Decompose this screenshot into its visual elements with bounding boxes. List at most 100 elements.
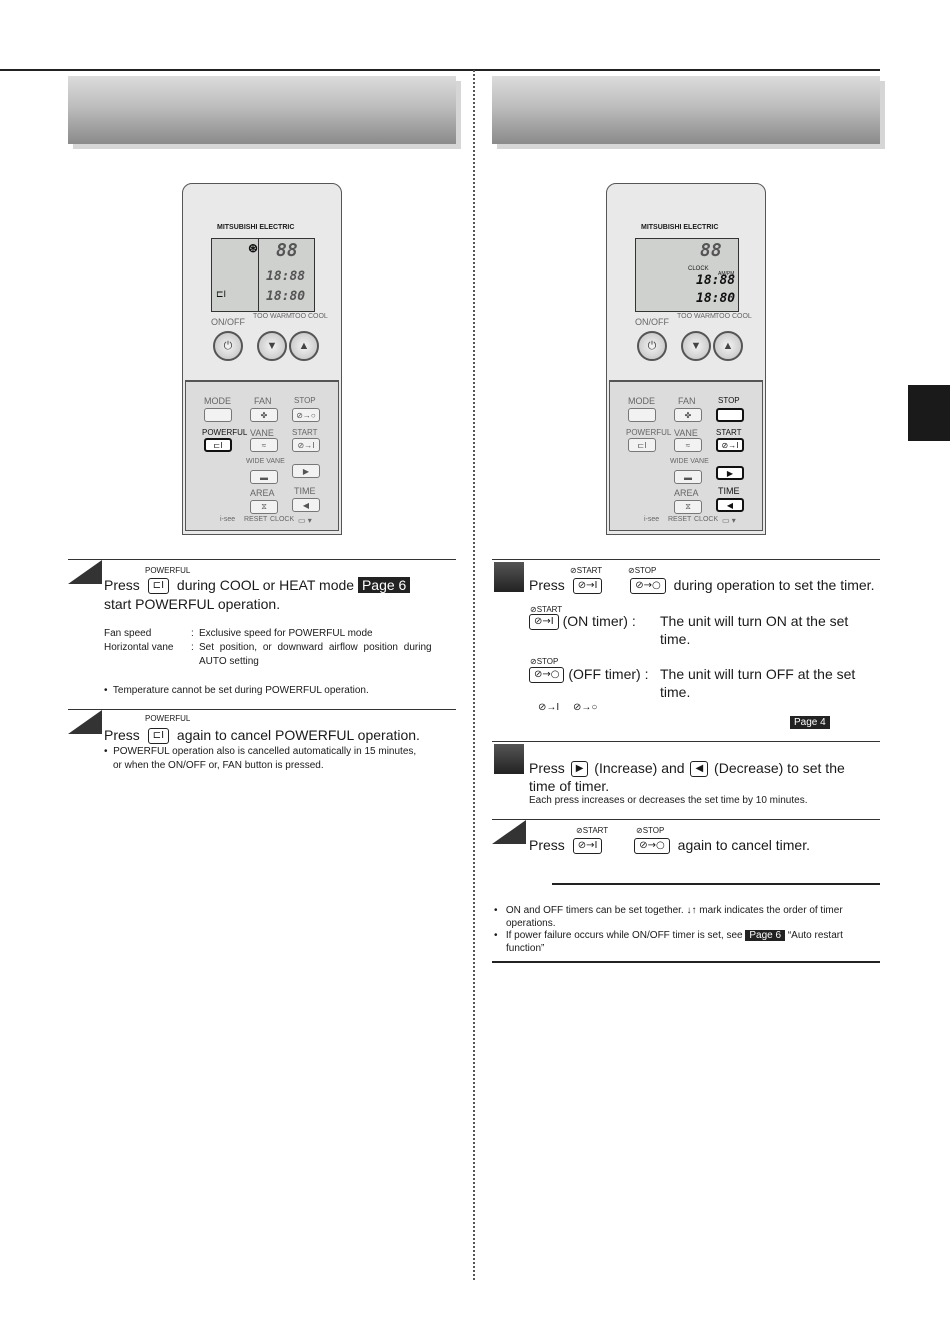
timer-start-key-icon: ⊘→I (572, 838, 603, 855)
cancel-timer-text: again to cancel timer. (677, 837, 810, 853)
timer-start-button[interactable]: ⊘→I (716, 438, 744, 452)
mode-label: MODE (204, 396, 231, 406)
timer-note-1-cont: operations. (506, 918, 556, 929)
reset-label: RESET (668, 516, 692, 523)
time-increase-button[interactable]: ▶ (292, 464, 320, 478)
wide-vane-button[interactable]: ▬ (674, 470, 702, 484)
time-increase-button[interactable]: ▶ (716, 466, 744, 480)
fan-button[interactable]: ✤ (250, 408, 278, 422)
page-ref-badge[interactable]: Page 6 (745, 930, 786, 941)
chapter-tab (908, 385, 950, 441)
area-button[interactable]: ⧖ (250, 500, 278, 514)
mode-label: MODE (628, 396, 655, 406)
notes-bottom-rule (492, 961, 880, 963)
on-timer-desc-2: time. (660, 631, 691, 647)
spec-label-vane: Horizontal vane (104, 642, 174, 653)
off-timer-desc: The unit will turn OFF at the set (660, 666, 856, 682)
note-item: • POWERFUL operation also is cancelled a… (104, 746, 417, 757)
note-text-2: or when the ON/OFF or, FAN button is pre… (113, 760, 324, 771)
wide-vane-button[interactable]: ▬ (250, 470, 278, 484)
temp-down-button[interactable]: ▼ (681, 331, 711, 361)
step1-instruction: Press ⊏I during COOL or HEAT mode Page 6 (104, 576, 411, 595)
column-divider (473, 70, 475, 1280)
decrease-text: (Decrease) to set the (714, 760, 845, 776)
lcd-temperature: 88 (276, 240, 298, 261)
stop-key-label: ⊘STOP (636, 826, 665, 835)
timer-start-button[interactable]: ⊘→I (292, 438, 320, 452)
press-text: Press (529, 577, 565, 593)
step1-line2: start POWERFUL operation. (104, 596, 281, 612)
press-text: Press (104, 577, 140, 593)
stop-key-label: ⊘STOP (530, 657, 559, 666)
onoff-label: ON/OFF (211, 317, 245, 327)
vane-button[interactable]: ≈ (674, 438, 702, 452)
step-marker (494, 562, 524, 592)
timer-note-1: • ON and OFF timers can be set together.… (494, 905, 843, 916)
notes-top-rule (552, 883, 880, 885)
powerful-indicator-icon: ⊛ (248, 241, 259, 255)
step-marker (492, 820, 526, 844)
spec-sep: : (191, 628, 194, 639)
on-timer-desc: The unit will turn ON at the set (660, 613, 849, 629)
vane-label: VANE (250, 428, 274, 438)
note-item: • Temperature cannot be set during POWER… (104, 685, 369, 696)
cancel-text: again to cancel POWERFUL operation. (176, 727, 420, 743)
left-section-banner (68, 76, 456, 144)
timer-step2-note: Each press increases or decreases the se… (529, 795, 808, 806)
fan-label: FAN (254, 396, 272, 406)
step-rule (68, 559, 456, 560)
timer-step2-line2: time of timer. (529, 778, 610, 794)
brand-logo: MITSUBISHI ELECTRIC (217, 224, 295, 231)
right-remote-control: MITSUBISHI ELECTRIC 88 CLOCK 18:88 AM/PM… (606, 183, 766, 535)
increase-key-icon: ▶ (570, 761, 589, 778)
area-button[interactable]: ⧖ (674, 500, 702, 514)
vane-button[interactable]: ≈ (250, 438, 278, 452)
on-timer-label: (ON timer) : (562, 613, 636, 629)
powerful-key-icon: ⊏I (147, 578, 170, 595)
time-decrease-button[interactable]: ◀ (292, 498, 320, 512)
timer-step2-instruction: Press ▶ (Increase) and ◀ (Decrease) to s… (529, 759, 845, 778)
fan-button[interactable]: ✤ (674, 408, 702, 422)
temp-down-button[interactable]: ▼ (257, 331, 287, 361)
mode-button[interactable] (628, 408, 656, 422)
off-timer-row: ⊘→○ (OFF timer) : (529, 665, 648, 684)
lcd-ampm: AM/PM (718, 271, 735, 277)
page-ref-badge[interactable]: Page 6 (357, 577, 411, 593)
battery-icon: ▭ ▾ (722, 516, 736, 525)
press-text: Press (529, 837, 565, 853)
mode-button[interactable] (204, 408, 232, 422)
wide-vane-label: WIDE VANE (246, 458, 285, 465)
press-text: Press (104, 727, 140, 743)
stop-label: STOP (718, 396, 740, 405)
lcd-clock-2: 18:80 (266, 289, 306, 304)
lcd-clock-1: 18:88 (266, 269, 306, 284)
start-key-label: ⊘START (570, 566, 603, 575)
time-decrease-button[interactable]: ◀ (716, 498, 744, 512)
step-rule (492, 741, 880, 742)
lcd-temperature: 88 (700, 240, 722, 261)
timer-stop-button[interactable] (716, 408, 744, 422)
reset-label: RESET (244, 516, 268, 523)
powerful-button[interactable]: ⊏I (204, 438, 232, 452)
on-timer-row: ⊘→I (ON timer) : (529, 612, 636, 631)
powerful-button-label: POWERFUL (145, 714, 191, 723)
page-ref-badge[interactable]: Page 4 (790, 716, 830, 729)
timer-stop-button[interactable]: ⊘→○ (292, 408, 320, 422)
step-rule (492, 559, 880, 560)
onoff-button[interactable]: ⏻ (637, 331, 667, 361)
powerful-button[interactable]: ⊏I (628, 438, 656, 452)
temp-up-button[interactable]: ▲ (289, 331, 319, 361)
temp-up-button[interactable]: ▲ (713, 331, 743, 361)
lcd-divider (258, 239, 259, 311)
step-marker (494, 744, 524, 774)
powerful-label: POWERFUL (626, 428, 672, 437)
order-mark-icon: ↓↑ (686, 905, 697, 916)
time-label: TIME (718, 486, 740, 496)
start-key-label: ⊘START (576, 826, 609, 835)
fan-label: FAN (678, 396, 696, 406)
onoff-button[interactable]: ⏻ (213, 331, 243, 361)
mode-condition-text: during COOL or HEAT mode (176, 577, 355, 593)
brand-logo: MITSUBISHI ELECTRIC (641, 224, 719, 231)
isee-label: i-see (220, 516, 236, 523)
spec-value-fan: Exclusive speed for POWERFUL mode (199, 628, 373, 639)
